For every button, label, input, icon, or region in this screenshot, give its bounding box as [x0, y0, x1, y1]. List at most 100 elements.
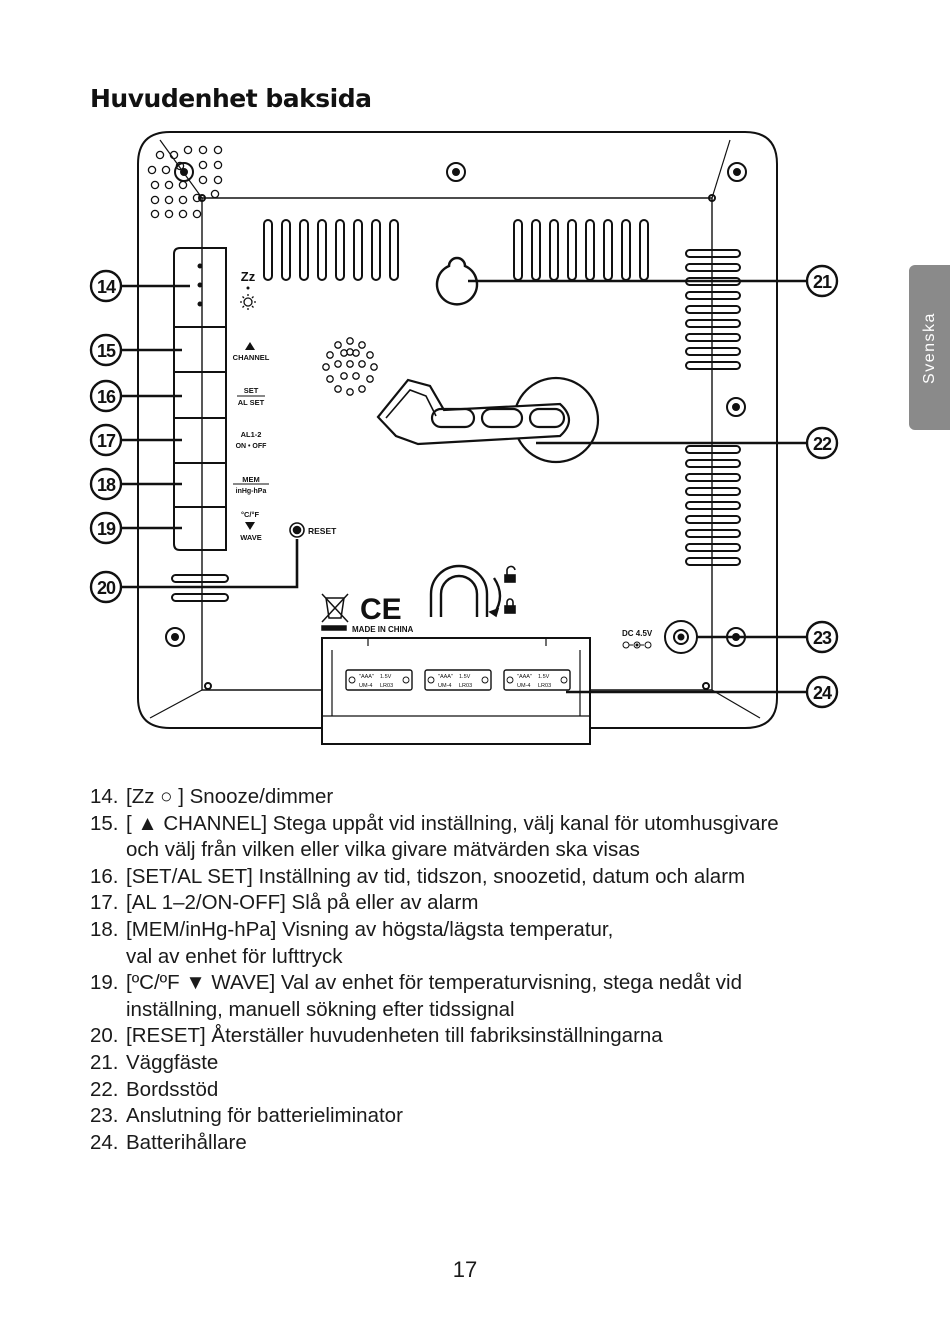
part-number: 22.	[90, 1077, 119, 1101]
callout-24: 24	[805, 675, 839, 709]
callout-19: 19	[89, 511, 123, 545]
round-grille	[322, 337, 378, 396]
part-list-item: 21.Väggfäste	[90, 1050, 850, 1077]
battery-size: "AAA"	[517, 674, 532, 680]
callout-markers: 14 15 16 17 18 19 20 21 22 23 24	[89, 264, 839, 709]
label-channel: CHANNEL	[233, 353, 270, 362]
part-description: [SET/AL SET] Inställning av tid, tidszon…	[126, 864, 746, 888]
callout-22: 22	[805, 426, 839, 460]
part-list-item: 19. [ºC/ºF ▼ WAVE] Val av enhet för tempe…	[90, 970, 850, 1023]
part-number: 14.	[90, 785, 119, 808]
callout-number: 21	[813, 272, 832, 292]
part-description: Batterihållare	[126, 1130, 247, 1154]
device-back-diagram: Zz CHANNEL SET AL SET AL1-2 ON • OFF MEM…	[89, 131, 839, 745]
battery-code: LR03	[459, 683, 472, 689]
button-column	[171, 247, 229, 602]
reset-button-icon	[289, 522, 305, 538]
callout-lines	[120, 279, 808, 694]
callout-15: 15	[89, 333, 123, 367]
part-description: [ ▲ CHANNEL] Stega uppåt vid inställning…	[126, 811, 779, 862]
table-stand	[376, 376, 600, 464]
callout-number: 20	[97, 578, 116, 598]
section-heading: Huvudenhet baksida	[90, 84, 372, 113]
part-list-item: 24. Batterihållare	[90, 1130, 850, 1157]
label-al12: AL1-2	[241, 430, 262, 439]
compartment-latch	[429, 564, 489, 617]
part-description: [ºC/ºF ▼ WAVE] Val av enhet för temperat…	[126, 971, 742, 1021]
part-list-item: 16. [SET/AL SET] Inställning av tid, tids…	[90, 864, 850, 891]
battery-slot: "AAA" 1.5V UM-4 LR03	[345, 669, 413, 691]
screw-top-right	[727, 162, 747, 182]
battery-code: LR03	[380, 683, 393, 689]
callout-17: 17	[89, 423, 123, 457]
page-number: 17	[452, 1257, 478, 1282]
part-list-item: 15.[ ▲ CHANNEL] Stega uppåt vid inställn…	[90, 811, 850, 864]
callout-23: 23	[805, 620, 839, 654]
part-list-item: 23.Anslutning för batterieliminator	[90, 1103, 850, 1130]
part-description: [MEM/inHg-hPa] Visning av högsta/lägsta …	[126, 917, 614, 968]
callout-18: 18	[89, 467, 123, 501]
callout-21: 21	[805, 264, 839, 298]
callout-number: 19	[97, 519, 116, 539]
part-number: 19.	[90, 971, 119, 995]
battery-type: UM-4	[517, 683, 530, 689]
callout-number: 22	[813, 434, 832, 454]
screw-bottom-left	[165, 627, 185, 647]
part-description: [RESET] Återställer huvudenheten till fa…	[126, 1024, 663, 1048]
callout-14: 14	[89, 269, 123, 303]
part-list-item: 14. [Zz ○ ] Snooze/dimmer	[90, 784, 850, 811]
label-set: SET	[244, 386, 259, 395]
battery-size: "AAA"	[438, 674, 453, 680]
parts-list: 14. [Zz ○ ] Snooze/dimmer 15.[ ▲ CHANNEL] …	[90, 784, 850, 1156]
callout-number: 24	[813, 683, 832, 703]
up-arrow-icon	[245, 342, 255, 350]
callout-number: 17	[97, 431, 116, 451]
weee-bin-icon	[321, 593, 349, 631]
callout-number: 16	[97, 387, 116, 407]
label-on-off: ON • OFF	[236, 443, 268, 450]
callout-20: 20	[89, 570, 123, 604]
battery-size: "AAA"	[359, 674, 374, 680]
vent-slots-top-left	[263, 219, 399, 281]
button-labels: Zz CHANNEL SET AL SET AL1-2 ON • OFF MEM…	[233, 269, 270, 542]
part-number: 16.	[90, 864, 119, 888]
part-number: 17.	[90, 891, 119, 915]
battery-code: LR03	[538, 683, 551, 689]
label-mem: MEM	[242, 475, 260, 484]
label-cf: °C/°F	[241, 510, 259, 519]
dc-label: DC 4.5V	[622, 629, 653, 638]
label-al-set: AL SET	[238, 398, 265, 407]
part-list-item: 17. [AL 1–2/ON-OFF] Slå på eller av alarm	[90, 890, 850, 917]
part-description: [AL 1–2/ON-OFF] Slå på eller av alarm	[126, 891, 479, 915]
part-description: Bordsstöd	[126, 1077, 219, 1101]
part-number: 23.	[90, 1104, 119, 1128]
callout-number: 15	[97, 341, 116, 361]
battery-type: UM-4	[359, 683, 372, 689]
vent-slots-top-right	[513, 219, 649, 281]
housing-outline	[137, 131, 778, 729]
battery-voltage: 1.5V	[538, 674, 550, 680]
part-description: Väggfäste	[126, 1050, 219, 1074]
speaker-holes	[147, 145, 223, 219]
battery-type: UM-4	[438, 683, 451, 689]
dc-jack	[664, 620, 698, 654]
screw-top-left	[174, 162, 194, 182]
battery-voltage: 1.5V	[380, 674, 392, 680]
sun-icon	[240, 294, 256, 310]
part-description: [Zz ○ ] Snooze/dimmer	[126, 785, 334, 808]
callout-number: 23	[813, 628, 832, 648]
lock-icon	[488, 565, 516, 618]
part-list-item: 20.[RESET] Återställer huvudenheten till…	[90, 1023, 850, 1050]
callout-number: 14	[97, 277, 116, 297]
wall-hanger-keyhole	[435, 256, 479, 306]
language-side-tab: Svenska	[909, 265, 950, 430]
ce-mark: CE	[360, 593, 402, 626]
reset-label: RESET	[308, 526, 337, 536]
part-number: 18.	[90, 917, 119, 941]
label-wave: WAVE	[240, 533, 262, 542]
part-number: 24.	[90, 1130, 119, 1154]
part-list-item: 22. Bordsstöd	[90, 1077, 850, 1104]
screw-top	[446, 162, 466, 182]
